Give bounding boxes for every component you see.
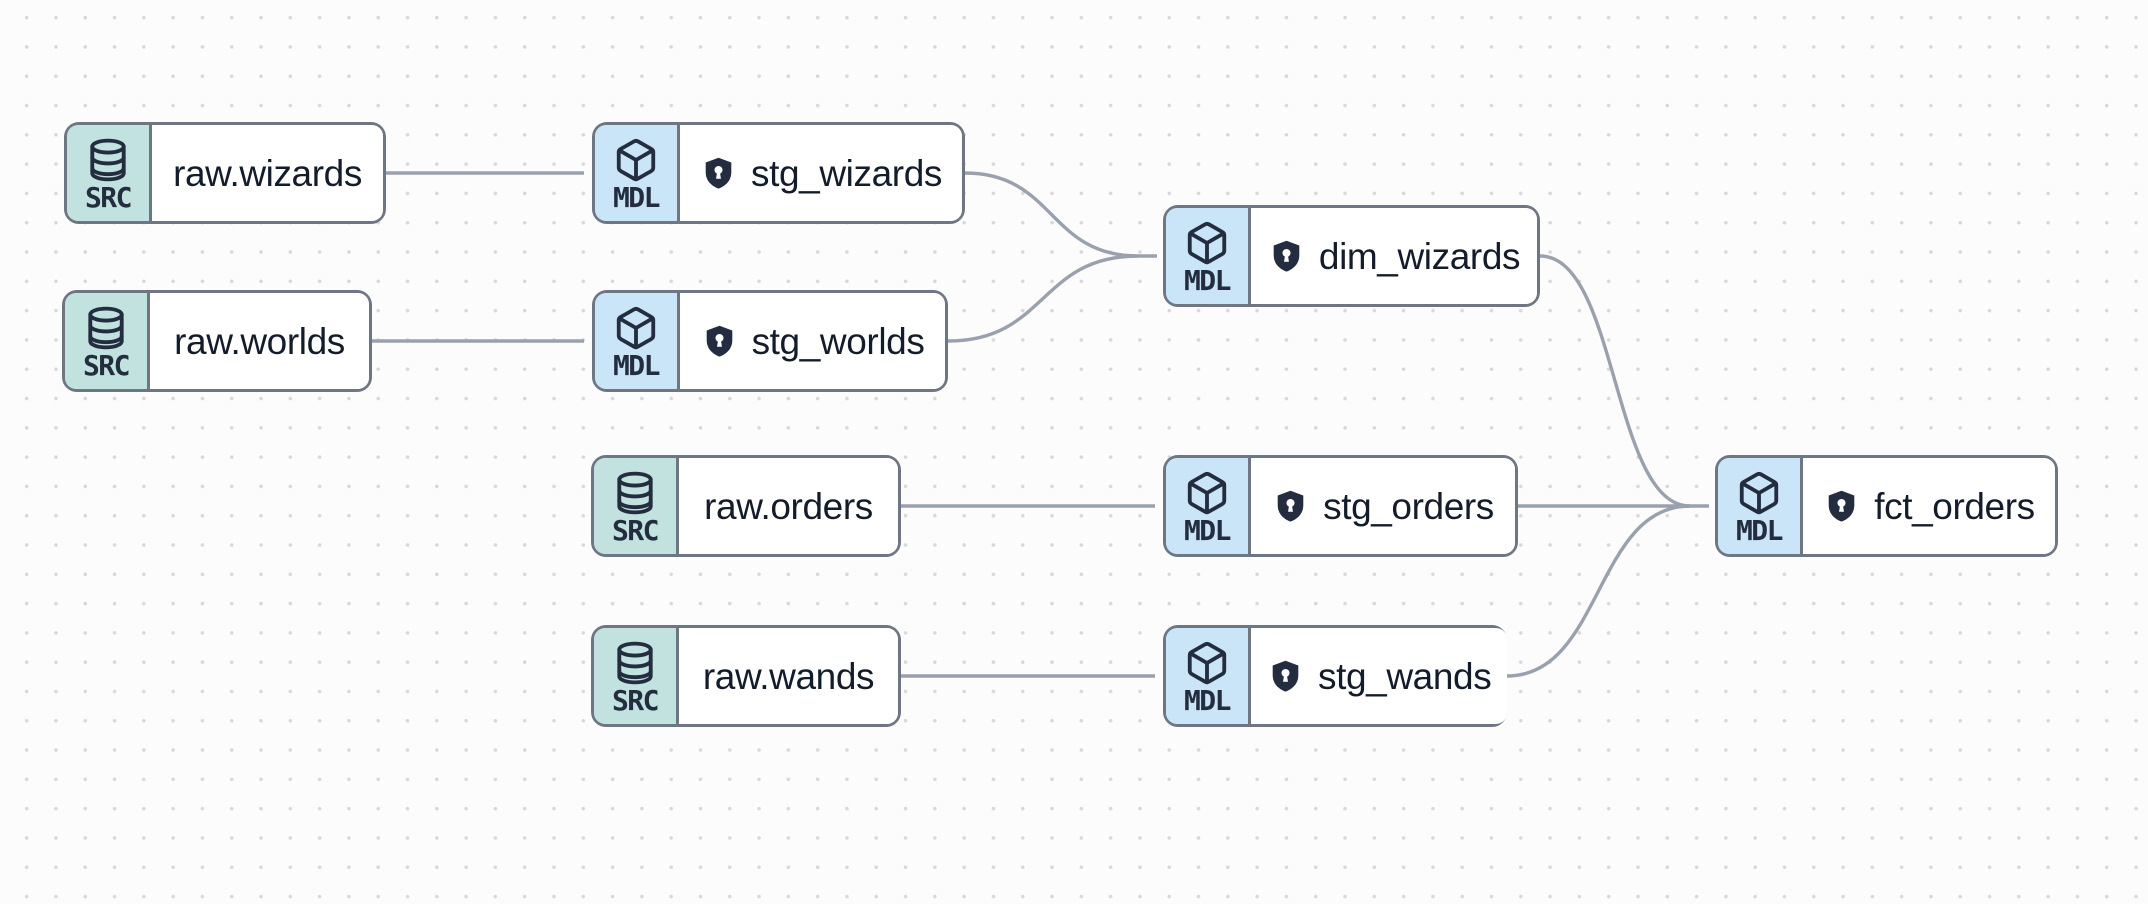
node-type-badge: MDL [1166, 458, 1251, 554]
node-type-badge: SRC [594, 628, 679, 724]
lineage-node-dim_wizards[interactable]: MDL dim_wizards [1163, 205, 1540, 307]
node-type-badge: SRC [594, 458, 679, 554]
node-type-badge: MDL [1166, 628, 1251, 724]
node-body: stg_orders [1251, 458, 1515, 554]
node-body: raw.wizards [152, 125, 383, 221]
lineage-edge [1539, 254, 1691, 508]
node-type-label: MDL [612, 349, 661, 382]
node-type-label: SRC [611, 684, 660, 717]
shield-lock-icon [1272, 488, 1309, 525]
node-label: raw.wands [702, 655, 875, 697]
node-type-badge: MDL [595, 125, 680, 221]
cube-icon [1184, 220, 1230, 266]
node-type-label: MDL [1183, 264, 1232, 297]
node-label: stg_wands [1318, 655, 1492, 697]
shield-lock-icon [1267, 658, 1304, 695]
node-type-label: SRC [82, 349, 131, 382]
database-icon [85, 137, 131, 183]
node-label: stg_orders [1323, 485, 1494, 527]
node-body: stg_wands [1251, 628, 1508, 724]
node-body: raw.wands [679, 628, 898, 724]
lineage-node-stg_wands[interactable]: MDL stg_wands [1163, 625, 1508, 727]
node-body: stg_wizards [680, 125, 962, 221]
lineage-node-fct_orders[interactable]: MDL fct_orders [1715, 455, 2058, 557]
node-type-badge: MDL [1166, 208, 1251, 304]
cube-icon [613, 305, 659, 351]
database-icon [612, 640, 658, 686]
database-icon [612, 470, 658, 516]
cube-icon [613, 137, 659, 183]
node-type-label: SRC [84, 181, 133, 214]
node-type-label: MDL [1183, 514, 1232, 547]
node-type-label: MDL [1183, 684, 1232, 717]
lineage-edge [1506, 504, 1691, 678]
node-label: stg_worlds [751, 320, 925, 362]
node-label: raw.wizards [173, 152, 362, 194]
shield-lock-icon [1268, 238, 1305, 275]
cube-icon [1736, 470, 1782, 516]
node-body: fct_orders [1803, 458, 2055, 554]
node-label: fct_orders [1874, 485, 2035, 527]
lineage-edge [964, 171, 1139, 258]
lineage-node-stg_worlds[interactable]: MDL stg_worlds [592, 290, 948, 392]
lineage-node-raw.wizards[interactable]: SRC raw.wizards [64, 122, 386, 224]
lineage-edge [947, 254, 1139, 343]
node-label: stg_wizards [751, 152, 942, 194]
shield-lock-icon [700, 155, 737, 192]
shield-lock-icon [1823, 488, 1860, 525]
node-type-badge: SRC [65, 293, 150, 389]
node-body: raw.orders [679, 458, 898, 554]
node-label: raw.orders [704, 485, 873, 527]
cube-icon [1184, 640, 1230, 686]
shield-lock-icon [701, 323, 738, 360]
lineage-node-stg_wizards[interactable]: MDL stg_wizards [592, 122, 965, 224]
node-type-label: SRC [611, 514, 660, 547]
node-type-badge: MDL [1718, 458, 1803, 554]
node-type-label: MDL [612, 181, 661, 214]
cube-icon [1184, 470, 1230, 516]
lineage-node-raw.wands[interactable]: SRC raw.wands [591, 625, 901, 727]
node-body: dim_wizards [1251, 208, 1537, 304]
lineage-node-stg_orders[interactable]: MDL stg_orders [1163, 455, 1518, 557]
lineage-node-raw.orders[interactable]: SRC raw.orders [591, 455, 901, 557]
node-label: raw.worlds [174, 320, 345, 362]
node-type-badge: MDL [595, 293, 680, 389]
node-body: stg_worlds [680, 293, 945, 389]
node-type-label: MDL [1735, 514, 1784, 547]
node-body: raw.worlds [150, 293, 369, 389]
node-type-badge: SRC [67, 125, 152, 221]
database-icon [83, 305, 129, 351]
node-label: dim_wizards [1318, 235, 1521, 277]
lineage-node-raw.worlds[interactable]: SRC raw.worlds [62, 290, 372, 392]
